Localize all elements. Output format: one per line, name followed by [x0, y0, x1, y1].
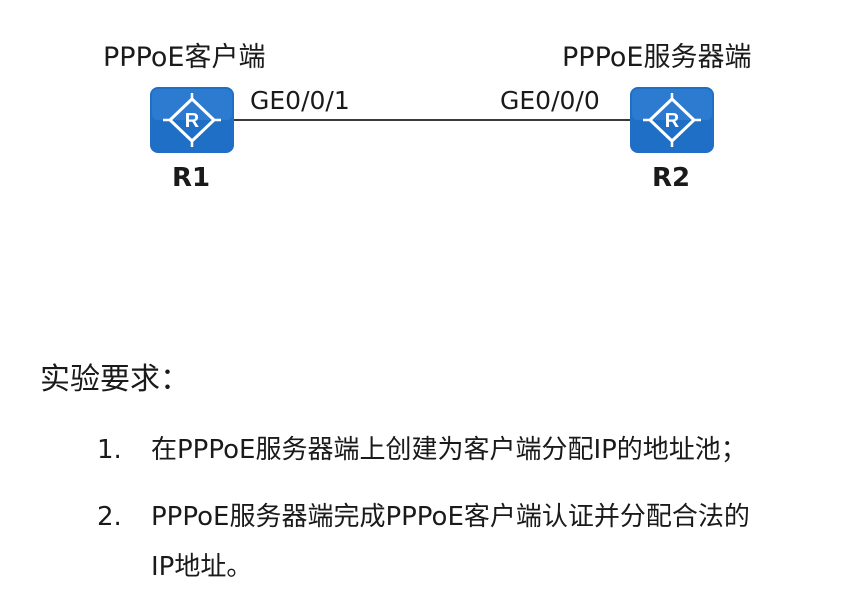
requirement-number-2: 2.: [97, 502, 122, 532]
requirement-text-2-line2: IP地址。: [151, 552, 253, 582]
requirement-text-1: 在PPPoE服务器端上创建为客户端分配IP的地址池；: [151, 435, 747, 465]
link-line: [234, 119, 630, 121]
r2-name-label: R2: [652, 163, 691, 193]
r2-router-icon: R: [630, 87, 714, 153]
r1-name-label: R1: [172, 163, 211, 193]
requirement-number-1: 1.: [97, 435, 122, 465]
svg-text:R: R: [185, 110, 200, 132]
r2-port-label: GE0/0/0: [500, 86, 600, 115]
requirement-text-2-line1: PPPoE服务器端完成PPPoE客户端认证并分配合法的: [151, 502, 750, 532]
svg-text:R: R: [665, 110, 680, 132]
r1-port-label: GE0/0/1: [250, 86, 350, 115]
requirements-title: 实验要求：: [40, 362, 190, 397]
r1-role-label: PPPoE客户端: [103, 42, 266, 73]
r2-role-label: PPPoE服务器端: [562, 42, 752, 73]
r1-router-icon: R: [150, 87, 234, 153]
